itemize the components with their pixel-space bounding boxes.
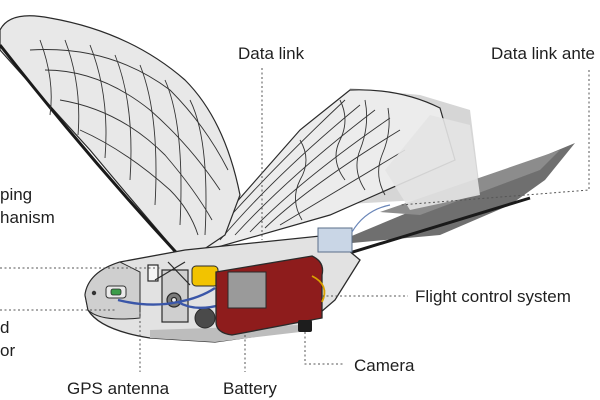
left-wing [0, 15, 241, 264]
label-flight-control-system: Flight control system [415, 287, 571, 306]
nose-hole [91, 290, 97, 296]
tail [319, 115, 575, 264]
right-wing-feather-pattern [204, 99, 406, 246]
data-link-module [317, 204, 391, 253]
label-battery: Battery [223, 379, 277, 398]
left-wing-membrane [0, 15, 241, 263]
motor-part [191, 265, 219, 329]
label-gps-antenna: GPS antenna [67, 379, 170, 398]
label-camera: Camera [354, 356, 415, 375]
label-flapping-mechanism-line2: hanism [0, 208, 55, 227]
tail-shadow [385, 115, 480, 210]
camera-part [298, 320, 312, 332]
label-flapping-mechanism-line1: ping [0, 185, 33, 204]
label-motor-line1: d [0, 318, 10, 337]
label-motor-line2: or [0, 341, 16, 360]
gps-antenna-part [105, 285, 127, 299]
label-data-link: Data link [238, 44, 305, 63]
left-wing-feather-pattern [29, 39, 229, 236]
left-wing-leading-edge [0, 44, 187, 264]
label-data-link-antenna: Data link ante [491, 44, 595, 63]
battery-pack [215, 255, 326, 336]
tail-bottom-edge [319, 196, 531, 264]
leader-lines [0, 68, 590, 372]
camera-leader [304, 332, 343, 365]
battery-panel [227, 271, 267, 309]
